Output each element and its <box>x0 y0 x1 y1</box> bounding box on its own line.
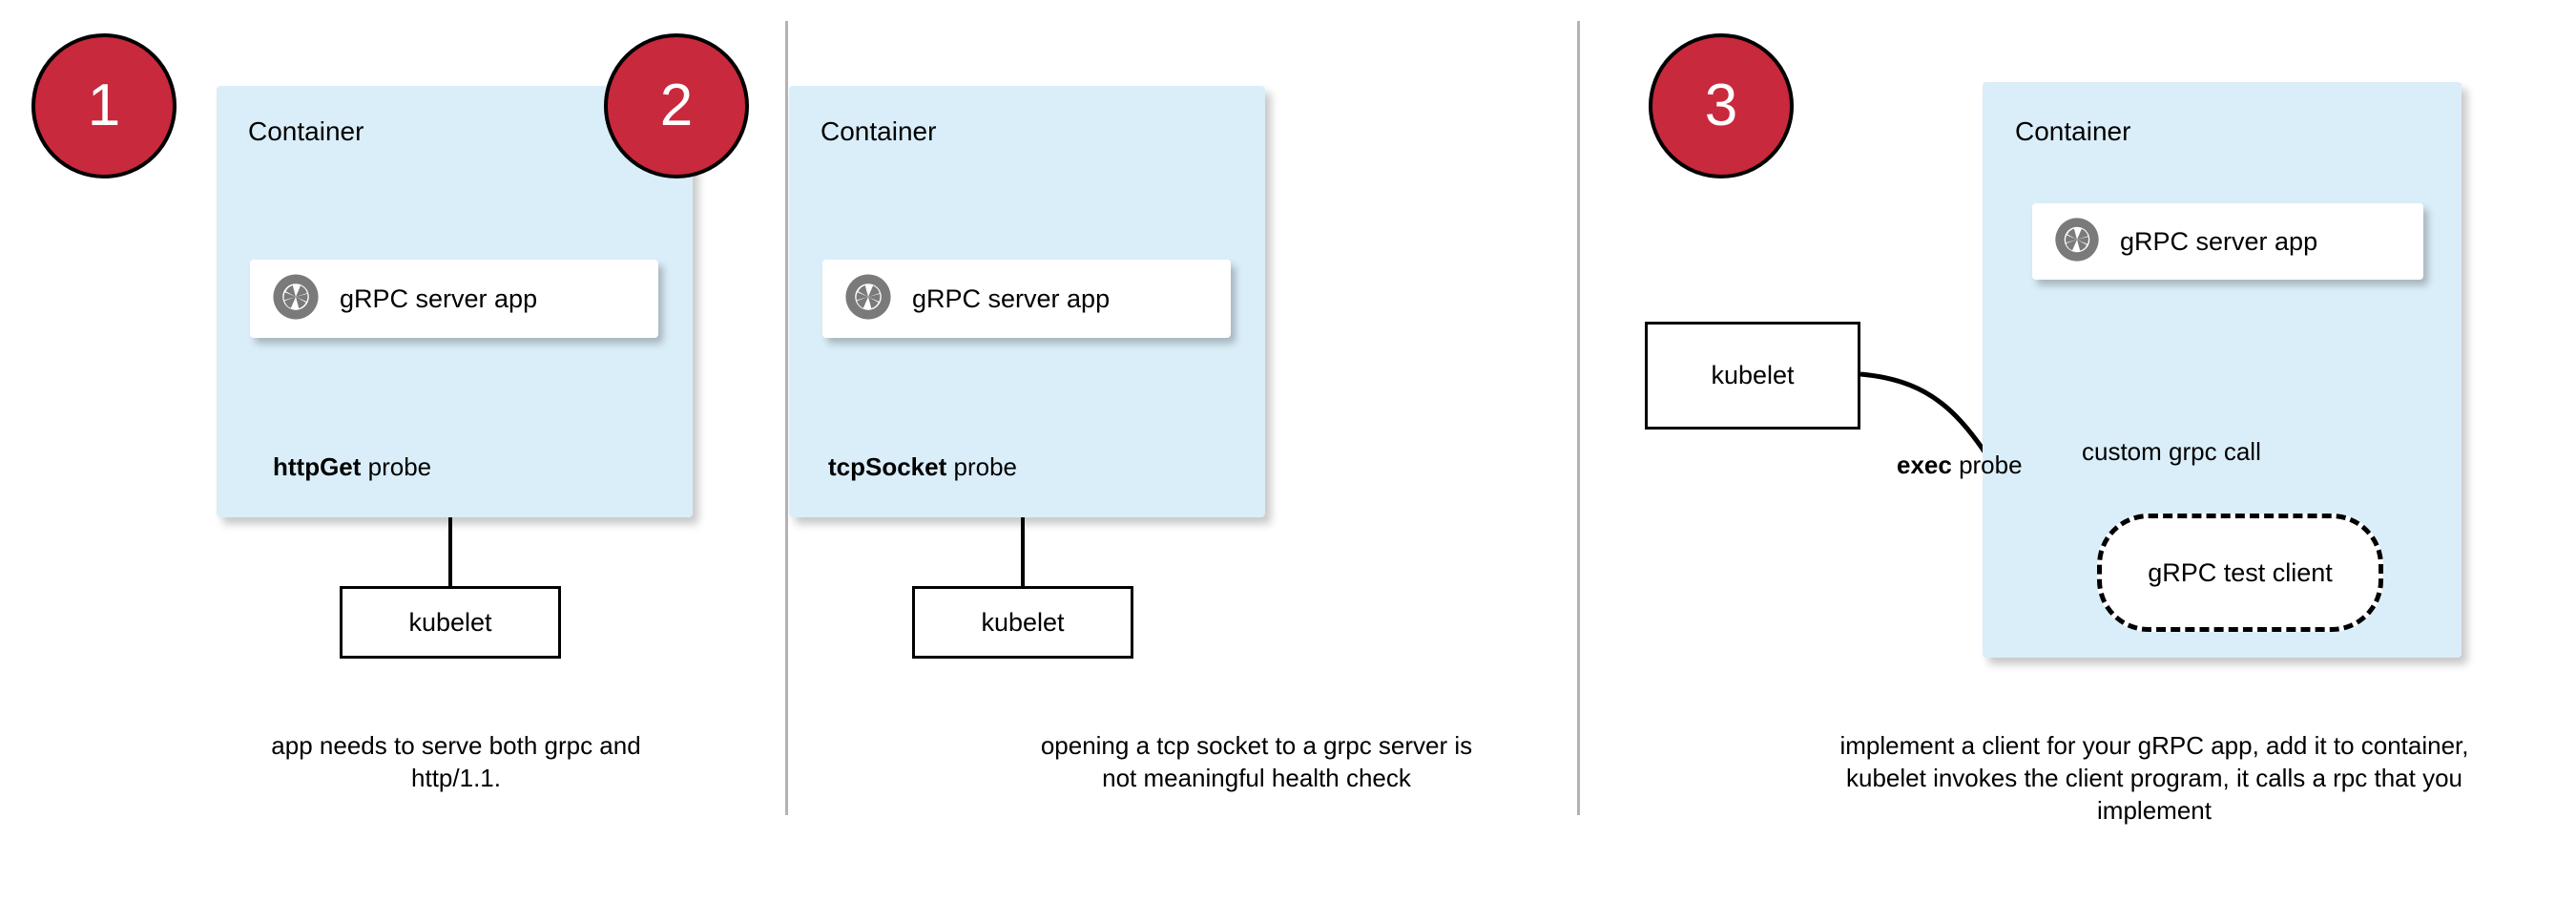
probe-label-1-bold: httpGet <box>273 452 362 481</box>
probe-label-2: tcpSocket probe <box>828 452 1017 482</box>
grpc-server-app-card-3: gRPC server app <box>2032 203 2423 280</box>
probe-label-2-bold: tcpSocket <box>828 452 947 481</box>
grpc-server-app-card-2: gRPC server app <box>822 260 1231 338</box>
exec-probe-label-rest: probe <box>1951 451 2023 479</box>
panel-caption-3: implement a client for your gRPC app, ad… <box>1839 731 2469 825</box>
custom-grpc-call-label: custom grpc call <box>2082 437 2261 466</box>
grpc-logo-icon <box>843 272 893 326</box>
panel-divider-2 <box>1577 21 1580 815</box>
step-badge-2: 2 <box>604 33 749 178</box>
grpc-server-app-card-1: gRPC server app <box>250 260 658 338</box>
kubelet-box-3: kubelet <box>1645 322 1860 430</box>
step-badge-3: 3 <box>1649 33 1794 178</box>
panel-divider-1 <box>785 21 788 815</box>
exec-probe-label: exec probe <box>1897 451 2023 480</box>
container-label-1: Container <box>248 116 364 146</box>
probe-label-1-rest: probe <box>361 452 432 481</box>
kubelet-box-2: kubelet <box>912 586 1133 659</box>
panel-caption-1: app needs to serve both grpc and http/1.… <box>271 731 641 792</box>
grpc-server-app-label-1: gRPC server app <box>340 283 538 313</box>
grpc-logo-icon <box>2053 216 2101 268</box>
exec-probe-label-bold: exec <box>1897 451 1952 479</box>
container-label-2: Container <box>821 116 937 146</box>
probe-label-2-rest: probe <box>946 452 1017 481</box>
grpc-test-client-box: gRPC test client <box>2097 514 2383 632</box>
kubelet-box-1: kubelet <box>340 586 561 659</box>
panel-caption-2: opening a tcp socket to a grpc server is… <box>1040 731 1473 792</box>
grpc-logo-icon <box>271 272 321 326</box>
container-label-3: Container <box>2015 116 2131 146</box>
probe-label-1: httpGet probe <box>273 452 431 482</box>
grpc-server-app-label-2: gRPC server app <box>912 283 1111 313</box>
grpc-server-app-label-3: gRPC server app <box>2120 226 2318 256</box>
step-badge-1: 1 <box>31 33 177 178</box>
